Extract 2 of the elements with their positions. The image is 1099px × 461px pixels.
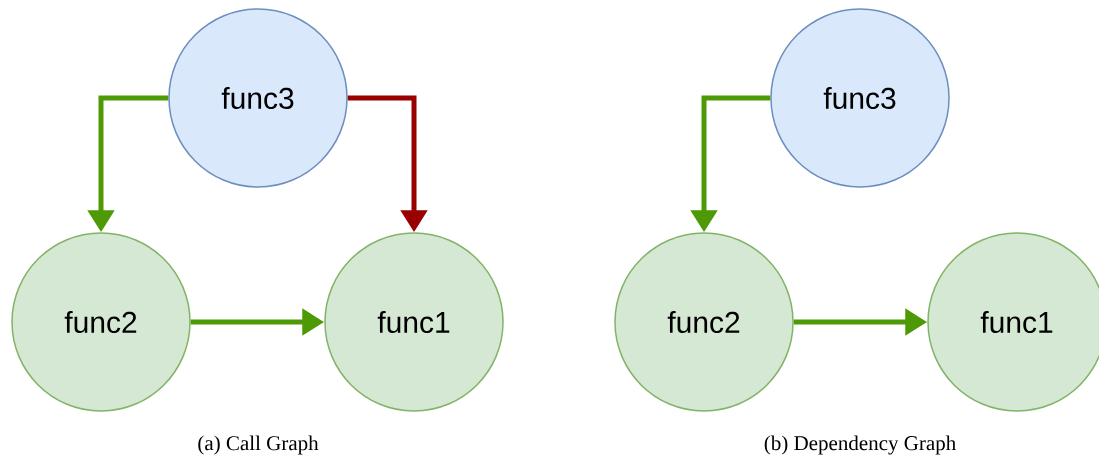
caption: (b) Dependency Graph <box>764 435 956 455</box>
caption: (a) Call Graph <box>198 435 319 455</box>
